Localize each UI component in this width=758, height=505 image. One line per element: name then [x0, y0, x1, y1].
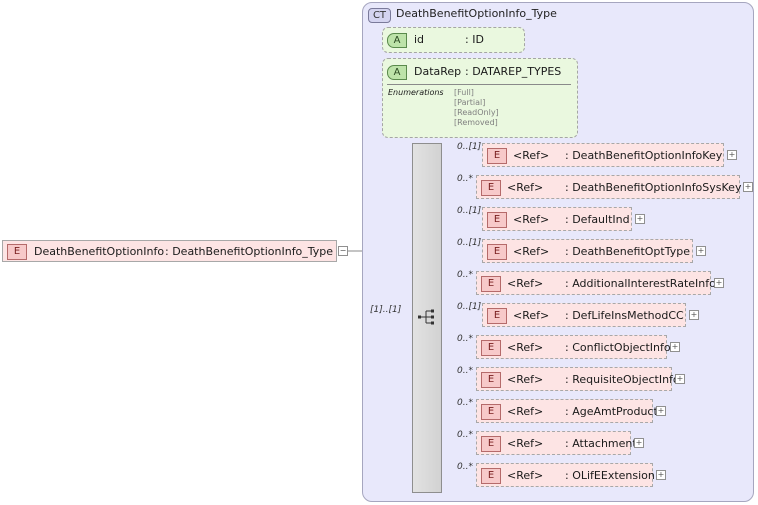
- enumeration-value: [ReadOnly]: [454, 108, 499, 117]
- element-type: : RequisiteObjectInfo: [565, 373, 680, 386]
- expand-toggle[interactable]: +: [656, 470, 666, 480]
- element-badge: E: [481, 340, 501, 356]
- child-element[interactable]: E <Ref> : AdditionalInterestRateInfo: [476, 271, 716, 295]
- element-badge: E: [481, 372, 501, 388]
- root-element-type: : DeathBenefitOptionInfo_Type: [165, 245, 334, 258]
- element-ref-label: <Ref>: [513, 245, 550, 258]
- attribute-name: id: [414, 33, 425, 46]
- element-type: : DeathBenefitOptionInfoKey: [565, 149, 723, 162]
- element-ref-label: <Ref>: [507, 341, 544, 354]
- expand-toggle[interactable]: +: [689, 310, 699, 320]
- element-cardinality: 0..*: [457, 430, 473, 440]
- child-element[interactable]: E <Ref> : ConflictObjectInfo: [476, 335, 671, 359]
- element-badge: E: [487, 148, 507, 164]
- element-type: : DeathBenefitOptionInfoSysKey: [565, 181, 742, 194]
- element-cardinality: 0..*: [457, 270, 473, 280]
- enumerations-label: Enumerations: [388, 88, 444, 97]
- element-cardinality: 0..[1]: [457, 238, 482, 248]
- element-type: : Attachment: [565, 437, 637, 450]
- element-ref-label: <Ref>: [507, 373, 544, 386]
- expand-toggle[interactable]: +: [634, 438, 644, 448]
- element-ref-label: <Ref>: [507, 181, 544, 194]
- expand-toggle[interactable]: +: [696, 246, 706, 256]
- attribute-name: DataRep: [414, 65, 462, 78]
- child-element[interactable]: E <Ref> : DeathBenefitOptType: [482, 239, 693, 263]
- element-ref-label: <Ref>: [513, 213, 550, 226]
- expand-toggle[interactable]: +: [743, 182, 753, 192]
- element-badge: E: [7, 244, 27, 260]
- expand-toggle[interactable]: +: [675, 374, 685, 384]
- element-badge: E: [487, 244, 507, 260]
- element-type: : ConflictObjectInfo: [565, 341, 671, 354]
- element-badge: E: [487, 308, 507, 324]
- sequence-compositor[interactable]: [412, 143, 442, 493]
- element-cardinality: 0..[1]: [457, 206, 482, 216]
- attribute-badge: A: [387, 33, 407, 48]
- element-cardinality: 0..*: [457, 174, 473, 184]
- expand-toggle[interactable]: +: [635, 214, 645, 224]
- sequence-icon: [418, 309, 434, 325]
- complex-type-badge: CT: [368, 8, 391, 23]
- element-cardinality: 0..[1]: [457, 142, 482, 152]
- child-element[interactable]: E <Ref> : RequisiteObjectInfo: [476, 367, 680, 391]
- element-type: : DefaultInd: [565, 213, 630, 226]
- element-type: : DefLifeInsMethodCC: [565, 309, 684, 322]
- collapse-toggle[interactable]: −: [338, 246, 348, 256]
- sequence-cardinality: [1]..[1]: [370, 305, 402, 315]
- root-element[interactable]: E DeathBenefitOptionInfo : DeathBenefitO…: [2, 240, 337, 262]
- element-badge: E: [481, 404, 501, 420]
- child-element[interactable]: E <Ref> : DefLifeInsMethodCC: [482, 303, 686, 327]
- child-element[interactable]: E <Ref> : DefaultInd: [482, 207, 632, 231]
- enumeration-value: [Removed]: [454, 118, 498, 127]
- attribute-datarep[interactable]: A DataRep : DATAREP_TYPES Enumerations […: [382, 58, 578, 138]
- element-badge: E: [481, 180, 501, 196]
- element-cardinality: 0..*: [457, 398, 473, 408]
- attribute-badge: A: [387, 65, 407, 80]
- element-ref-label: <Ref>: [507, 469, 544, 482]
- expand-toggle[interactable]: +: [670, 342, 680, 352]
- child-element[interactable]: E <Ref> : Attachment: [476, 431, 637, 455]
- element-type: : AgeAmtProduct: [565, 405, 658, 418]
- element-ref-label: <Ref>: [507, 437, 544, 450]
- element-badge: E: [487, 212, 507, 228]
- element-ref-label: <Ref>: [513, 149, 550, 162]
- attribute-id[interactable]: A id : ID: [382, 27, 525, 53]
- element-type: : OLifEExtension: [565, 469, 655, 482]
- child-element[interactable]: E <Ref> : DeathBenefitOptionInfoSysKey: [476, 175, 742, 199]
- attribute-type: : DATAREP_TYPES: [465, 65, 562, 78]
- child-element[interactable]: E <Ref> : AgeAmtProduct: [476, 399, 658, 423]
- element-type: : DeathBenefitOptType: [565, 245, 690, 258]
- element-type: : AdditionalInterestRateInfo: [565, 277, 716, 290]
- expand-toggle[interactable]: +: [656, 406, 666, 416]
- element-badge: E: [481, 468, 501, 484]
- root-element-name: DeathBenefitOptionInfo: [34, 245, 165, 258]
- enumeration-value: [Partial]: [454, 98, 486, 107]
- element-cardinality: 0..*: [457, 366, 473, 376]
- enumeration-value: [Full]: [454, 88, 474, 97]
- element-ref-label: <Ref>: [513, 309, 550, 322]
- expand-toggle[interactable]: +: [727, 150, 737, 160]
- element-badge: E: [481, 436, 501, 452]
- element-cardinality: 0..*: [457, 334, 473, 344]
- child-element[interactable]: E <Ref> : DeathBenefitOptionInfoKey: [482, 143, 724, 167]
- complex-type-title: DeathBenefitOptionInfo_Type: [396, 7, 557, 20]
- element-cardinality: 0..*: [457, 462, 473, 472]
- attribute-type: : ID: [465, 33, 484, 46]
- enumeration-divider: [387, 84, 571, 85]
- element-ref-label: <Ref>: [507, 277, 544, 290]
- element-ref-label: <Ref>: [507, 405, 544, 418]
- element-cardinality: 0..[1]: [457, 302, 482, 312]
- expand-toggle[interactable]: +: [714, 278, 724, 288]
- element-badge: E: [481, 276, 501, 292]
- child-element[interactable]: E <Ref> : OLifEExtension: [476, 463, 655, 487]
